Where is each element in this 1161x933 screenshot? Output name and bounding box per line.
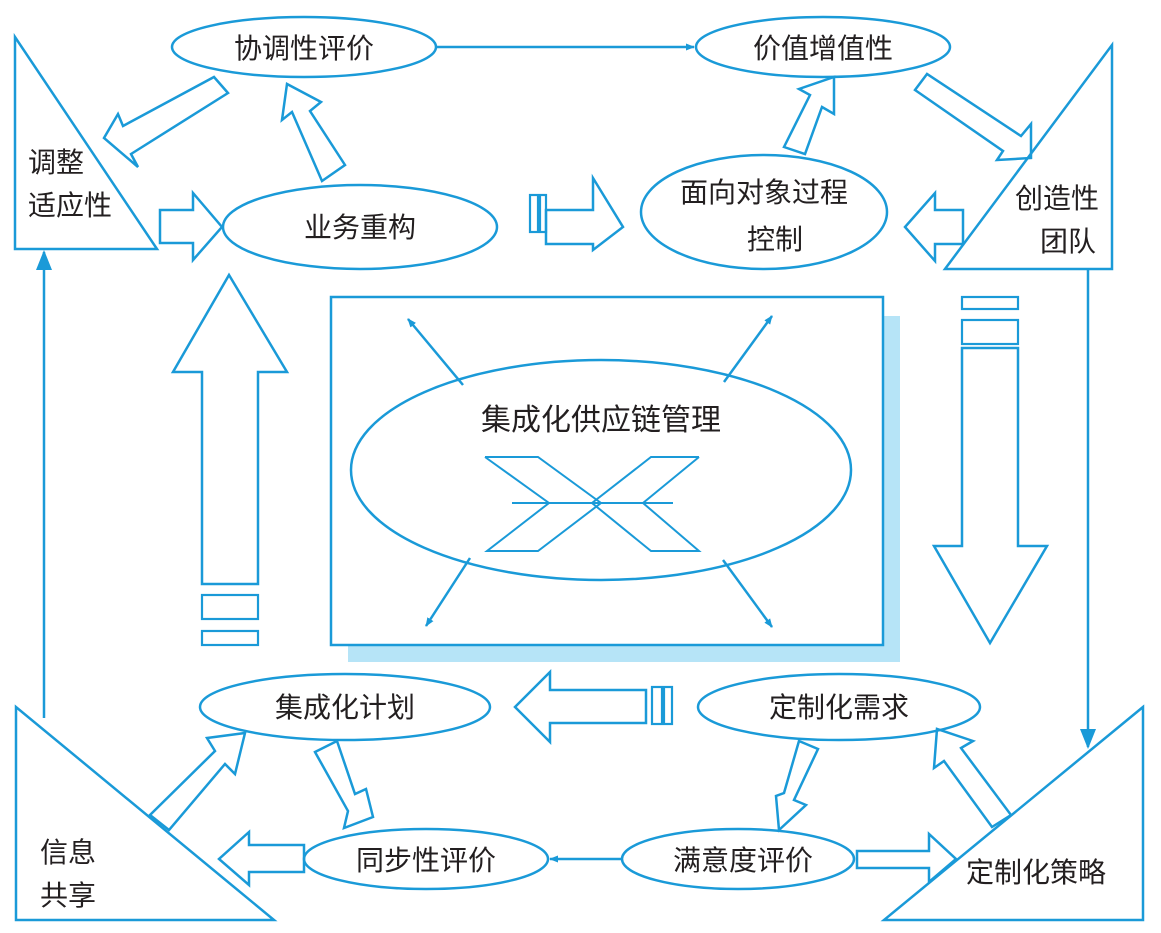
- label-custom-strategy: 定制化策略: [966, 856, 1106, 889]
- label-object-process-control-line1: 面向对象过程: [680, 176, 848, 209]
- node-object-process-control: [639, 153, 889, 271]
- arrow-center-downright: [721, 559, 774, 628]
- label-creative-team-line2: 团队: [1040, 225, 1096, 258]
- arrow-center-upleft: [407, 318, 464, 386]
- hollow-arrow-strategy-to-demand: [932, 727, 1013, 829]
- label-info-share-line2: 共享: [40, 879, 96, 912]
- hollow-arrow-team-to-process: [903, 189, 965, 265]
- hollow-arrow-demand-to-plan: [513, 668, 648, 746]
- label-satisfaction-eval: 满意度评价: [673, 844, 813, 877]
- label-creative-team-line1: 创造性: [1015, 182, 1099, 215]
- arrow-center-upright: [722, 315, 774, 383]
- center-ellipse: [349, 358, 853, 582]
- hollow-arrow-process-to-value: [782, 75, 836, 156]
- hollow-arrow-coord-to-adapt: [102, 75, 230, 168]
- hollow-arrow-restructure-to-process: [544, 173, 625, 253]
- arrow-tail-bars: [200, 193, 1020, 726]
- corner-custom-strategy-triangle: [880, 704, 1145, 922]
- node-custom-demand: [696, 672, 982, 742]
- hollow-arrow-sync-to-share: [217, 829, 306, 888]
- label-sync-eval: 同步性评价: [356, 844, 496, 877]
- hollow-arrow-up-left: [170, 272, 290, 586]
- center-box: [329, 295, 885, 647]
- hollow-arrow-plan-to-sync: [313, 739, 375, 831]
- label-center-title: 集成化供应链管理: [481, 403, 721, 438]
- hollow-arrow-share-to-plan: [148, 731, 247, 832]
- label-info-share-line1: 信息: [40, 836, 96, 869]
- hollow-arrow-value-to-team: [913, 72, 1033, 162]
- corner-info-share-triangle: [14, 704, 278, 922]
- label-business-restructure: 业务重构: [304, 211, 416, 244]
- hollow-arrow-demand-to-satisfaction: [774, 739, 820, 833]
- node-value-added: [694, 15, 952, 79]
- label-coordination-eval: 协调性评价: [234, 32, 374, 65]
- supply-chain-cross-icon: [484, 456, 702, 552]
- arrow-center-downleft: [424, 557, 472, 627]
- label-adaptability-line1: 调整: [28, 146, 84, 179]
- corner-adaptability-triangle: [13, 32, 160, 251]
- hollow-arrow-adapt-to-restructure: [158, 189, 224, 264]
- node-integrated-plan: [198, 672, 492, 742]
- hollow-arrow-restructure-to-coord: [280, 82, 347, 183]
- label-value-added: 价值增值性: [753, 32, 893, 65]
- hollow-arrow-satisfaction-to-strategy: [855, 831, 958, 885]
- label-adaptability-line2: 适应性: [28, 189, 112, 222]
- label-integrated-plan: 集成化计划: [275, 691, 415, 724]
- label-custom-demand: 定制化需求: [769, 691, 909, 724]
- hollow-arrow-down-right: [931, 346, 1050, 646]
- label-object-process-control-line2: 控制: [747, 223, 803, 256]
